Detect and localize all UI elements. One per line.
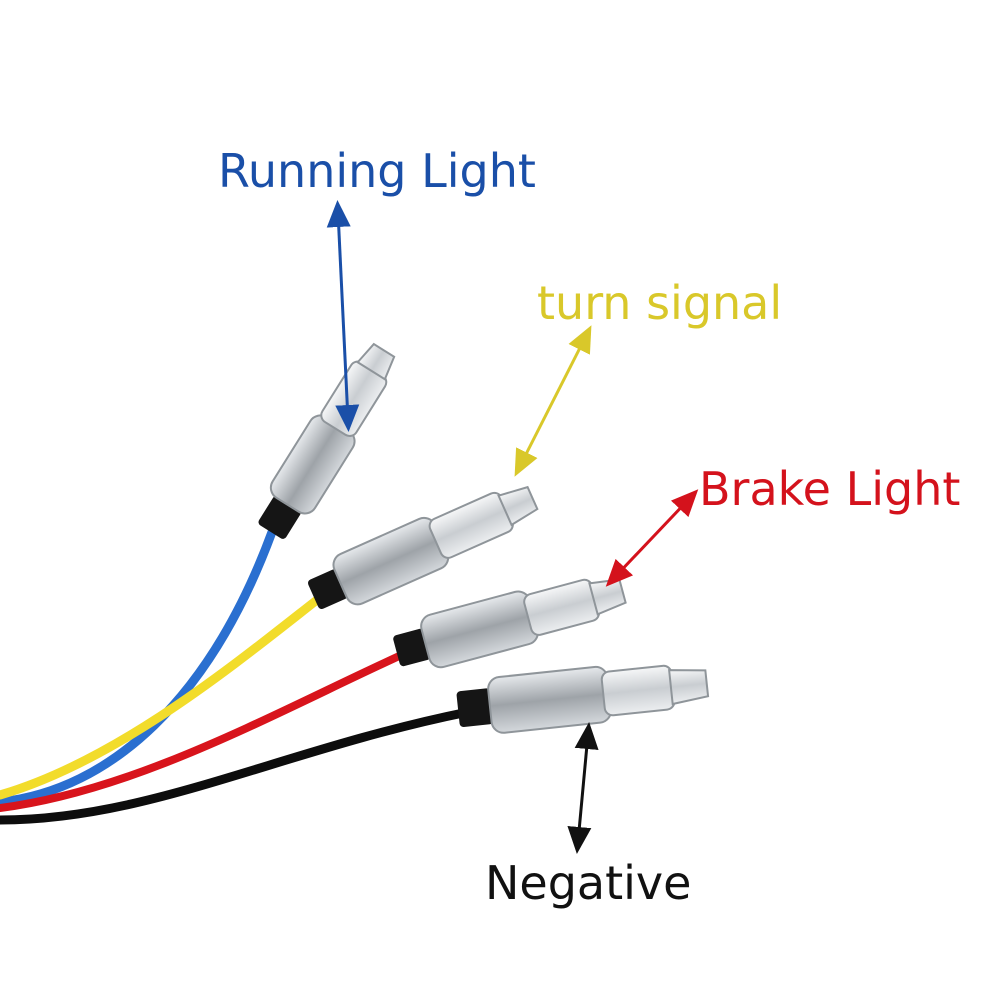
turn-signal-arrow xyxy=(514,325,592,477)
yellow-wire xyxy=(0,591,327,800)
running-light-label: Running Light xyxy=(218,144,536,198)
turn-signal-label: turn signal xyxy=(537,276,783,330)
negative-label: Negative xyxy=(485,856,692,910)
brake-light-arrow xyxy=(605,489,699,587)
running-light-connector xyxy=(258,342,396,539)
black-wire xyxy=(0,707,473,825)
red-wire xyxy=(0,648,412,812)
brake-light-label: Brake Light xyxy=(699,462,961,516)
running-light-arrow xyxy=(326,200,360,432)
negative-arrow xyxy=(567,722,599,854)
brake-light-connector xyxy=(393,578,627,669)
negative-connector xyxy=(456,664,710,734)
turn-signal-connector xyxy=(307,485,539,610)
